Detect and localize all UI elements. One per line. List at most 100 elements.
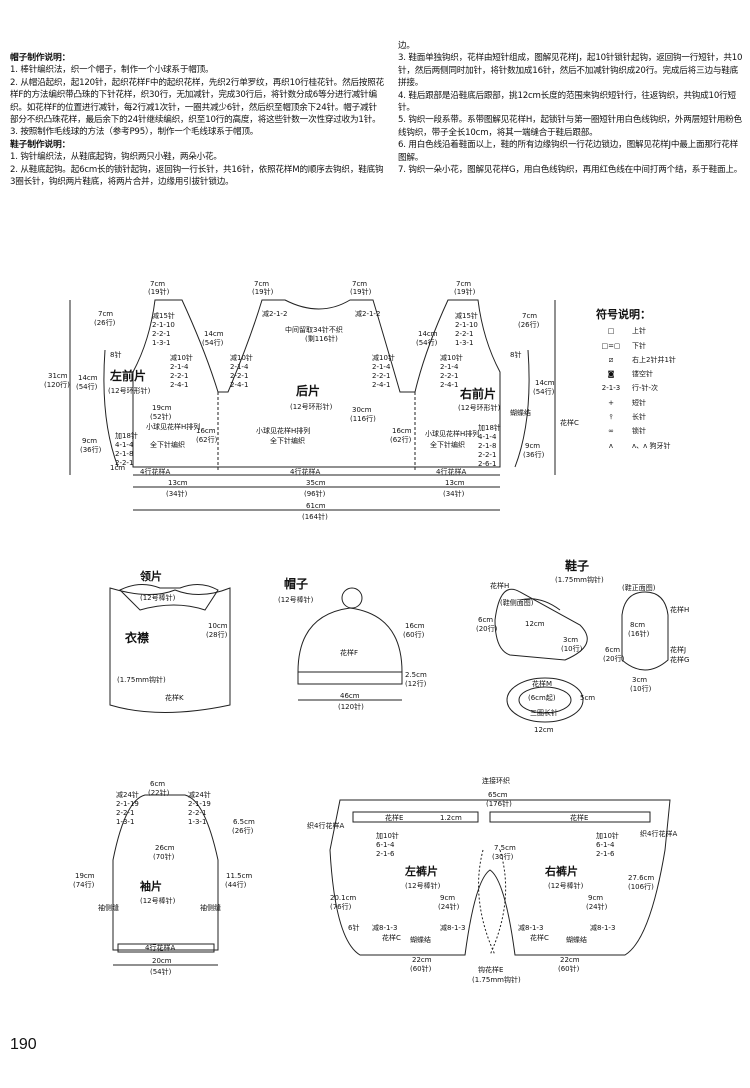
left-front-title: 左前片 bbox=[109, 368, 146, 383]
svg-text:小球见花样H排列: 小球见花样H排列 bbox=[146, 422, 200, 431]
svg-text:(19针): (19针) bbox=[350, 287, 372, 296]
svg-text:全下针编织: 全下针编织 bbox=[430, 440, 465, 449]
svg-text:(70针): (70针) bbox=[153, 852, 175, 861]
legend-item: □=▢下针 bbox=[601, 341, 646, 350]
svg-text:4行花样A: 4行花样A bbox=[145, 943, 175, 952]
svg-text:1-3-1: 1-3-1 bbox=[152, 339, 170, 347]
svg-text:(106行): (106行) bbox=[628, 882, 654, 891]
svg-text:2-2-1: 2-2-1 bbox=[440, 372, 458, 380]
svg-text:2-2-1: 2-2-1 bbox=[372, 372, 390, 380]
svg-text:(54行): (54行) bbox=[533, 387, 555, 396]
svg-text:鞋子: 鞋子 bbox=[565, 558, 589, 573]
svg-text:(10行): (10行) bbox=[630, 684, 652, 693]
svg-text:减10针: 减10针 bbox=[372, 353, 395, 362]
svg-text:(116行): (116行) bbox=[350, 414, 376, 423]
svg-text:4行花样A: 4行花样A bbox=[436, 467, 466, 476]
svg-text:减8-1-3: 减8-1-3 bbox=[590, 923, 615, 932]
svg-text:(120针): (120针) bbox=[338, 702, 364, 711]
svg-text:领片: 领片 bbox=[139, 569, 162, 583]
svg-text:2-1-6: 2-1-6 bbox=[376, 850, 395, 858]
svg-text:花样J: 花样J bbox=[670, 645, 686, 654]
svg-text:减8-1-3: 减8-1-3 bbox=[440, 923, 465, 932]
svg-text:(54针): (54针) bbox=[150, 967, 172, 976]
svg-text:(60针): (60针) bbox=[410, 964, 432, 973]
svg-text:花样K: 花样K bbox=[165, 693, 184, 702]
svg-text:花样E: 花样E bbox=[570, 813, 588, 822]
svg-text:2-4-1: 2-4-1 bbox=[230, 381, 248, 389]
svg-text:加18针: 加18针 bbox=[115, 431, 138, 440]
svg-text:10cm: 10cm bbox=[208, 622, 228, 630]
svg-text:7cm: 7cm bbox=[456, 280, 471, 288]
svg-text:减10针: 减10针 bbox=[170, 353, 193, 362]
svg-text:(60行): (60行) bbox=[403, 630, 425, 639]
shoe-side bbox=[494, 588, 588, 661]
svg-text:蝴蝶结: 蝴蝶结 bbox=[410, 935, 431, 944]
page-number: 190 bbox=[10, 1036, 37, 1053]
svg-text:1-3-1: 1-3-1 bbox=[188, 818, 206, 826]
svg-text:(44行): (44行) bbox=[225, 880, 247, 889]
svg-text:2-1-8: 2-1-8 bbox=[115, 450, 133, 458]
pants-outline bbox=[329, 799, 671, 956]
shoe-step-1: 1. 钩针编织法，从鞋底起钩，钩织两只小鞋，两朵小花。 bbox=[10, 152, 222, 163]
svg-text:12cm: 12cm bbox=[525, 620, 545, 628]
legend-item: ⫯长针 bbox=[609, 413, 646, 422]
svg-text:(12号环形针): (12号环形针) bbox=[458, 403, 501, 412]
svg-text:2-1-10: 2-1-10 bbox=[455, 321, 478, 329]
svg-text:19cm: 19cm bbox=[152, 404, 172, 412]
svg-text:9cm: 9cm bbox=[525, 442, 540, 450]
svg-text:(164针): (164针) bbox=[302, 512, 328, 521]
svg-text:12cm: 12cm bbox=[534, 726, 554, 734]
legend-item: ∞锁针 bbox=[608, 427, 646, 436]
svg-text:连接环织: 连接环织 bbox=[482, 776, 510, 785]
svg-text:2-2-1: 2-2-1 bbox=[455, 330, 473, 338]
svg-text:花样C: 花样C bbox=[382, 933, 401, 942]
svg-text:7cm: 7cm bbox=[254, 280, 269, 288]
svg-text:7.5cm: 7.5cm bbox=[494, 844, 516, 852]
svg-text:减15针: 减15针 bbox=[455, 311, 478, 320]
svg-text:减8-1-3: 减8-1-3 bbox=[372, 923, 397, 932]
svg-text:(12号棒针): (12号棒针) bbox=[278, 595, 314, 604]
svg-text:2-2-1: 2-2-1 bbox=[188, 809, 206, 817]
svg-text:小球见花样H排列: 小球见花样H排列 bbox=[425, 429, 479, 438]
body-outline bbox=[132, 299, 501, 468]
svg-text:花样H: 花样H bbox=[490, 581, 509, 590]
svg-text:右裤片: 右裤片 bbox=[544, 864, 578, 878]
svg-text:2-4-1: 2-4-1 bbox=[170, 381, 188, 389]
legend-item: ◙镂空针 bbox=[607, 370, 653, 379]
svg-text:2-4-1: 2-4-1 bbox=[440, 381, 458, 389]
svg-text:1cm: 1cm bbox=[110, 464, 125, 472]
svg-text:(12行): (12行) bbox=[405, 679, 427, 688]
sleeve-outline bbox=[112, 794, 219, 951]
shoe-front bbox=[621, 591, 669, 671]
svg-text:9cm: 9cm bbox=[440, 894, 455, 902]
shoe-step-continuation: 边。 bbox=[398, 41, 415, 51]
svg-text:花样M: 花样M bbox=[532, 679, 552, 688]
svg-text:(34针): (34针) bbox=[166, 489, 188, 498]
svg-text:13cm: 13cm bbox=[445, 479, 465, 487]
svg-text:61cm: 61cm bbox=[306, 502, 326, 510]
svg-text:46cm: 46cm bbox=[340, 692, 360, 700]
shoe-step-2: 2. 从鞋底起钩。起6cm长的锁针起钩，返回钩一行长针，共16针，依照花样M的顺… bbox=[10, 164, 384, 188]
shoe-heading: 鞋子制作说明： bbox=[10, 139, 71, 150]
svg-text:14cm: 14cm bbox=[78, 374, 98, 382]
svg-text:16cm: 16cm bbox=[196, 427, 216, 435]
svg-text:35cm: 35cm bbox=[306, 479, 326, 487]
svg-text:(176针): (176针) bbox=[486, 799, 512, 808]
svg-text:三圈长针: 三圈长针 bbox=[530, 708, 558, 717]
svg-text:(12号棒针): (12号棒针) bbox=[140, 896, 176, 905]
svg-text:(20行): (20行) bbox=[603, 654, 625, 663]
svg-text:(76行): (76行) bbox=[330, 902, 352, 911]
shoe-sole bbox=[506, 677, 584, 723]
back-title: 后片 bbox=[296, 383, 320, 398]
hat-step-3: 3. 按照制作毛线球的方法（参考P95），制作一个毛线球系于帽顶。 bbox=[10, 127, 259, 138]
svg-text:3cm: 3cm bbox=[563, 636, 578, 644]
svg-text:2-2-1: 2-2-1 bbox=[116, 809, 134, 817]
svg-text:蝴蝶结: 蝴蝶结 bbox=[566, 935, 587, 944]
hat-step-2: 2. 从帽沿起织，起120针，起织花样F中的起织花样，先织2行单罗纹，再织10行… bbox=[10, 77, 385, 126]
hat-step-1: 1. 棒针编织法，织一个帽子，制作一个小球系于帽顶。 bbox=[10, 65, 214, 76]
hat-outline bbox=[297, 607, 403, 673]
svg-text:(60针): (60针) bbox=[558, 964, 580, 973]
svg-text:1.2cm: 1.2cm bbox=[440, 814, 462, 822]
